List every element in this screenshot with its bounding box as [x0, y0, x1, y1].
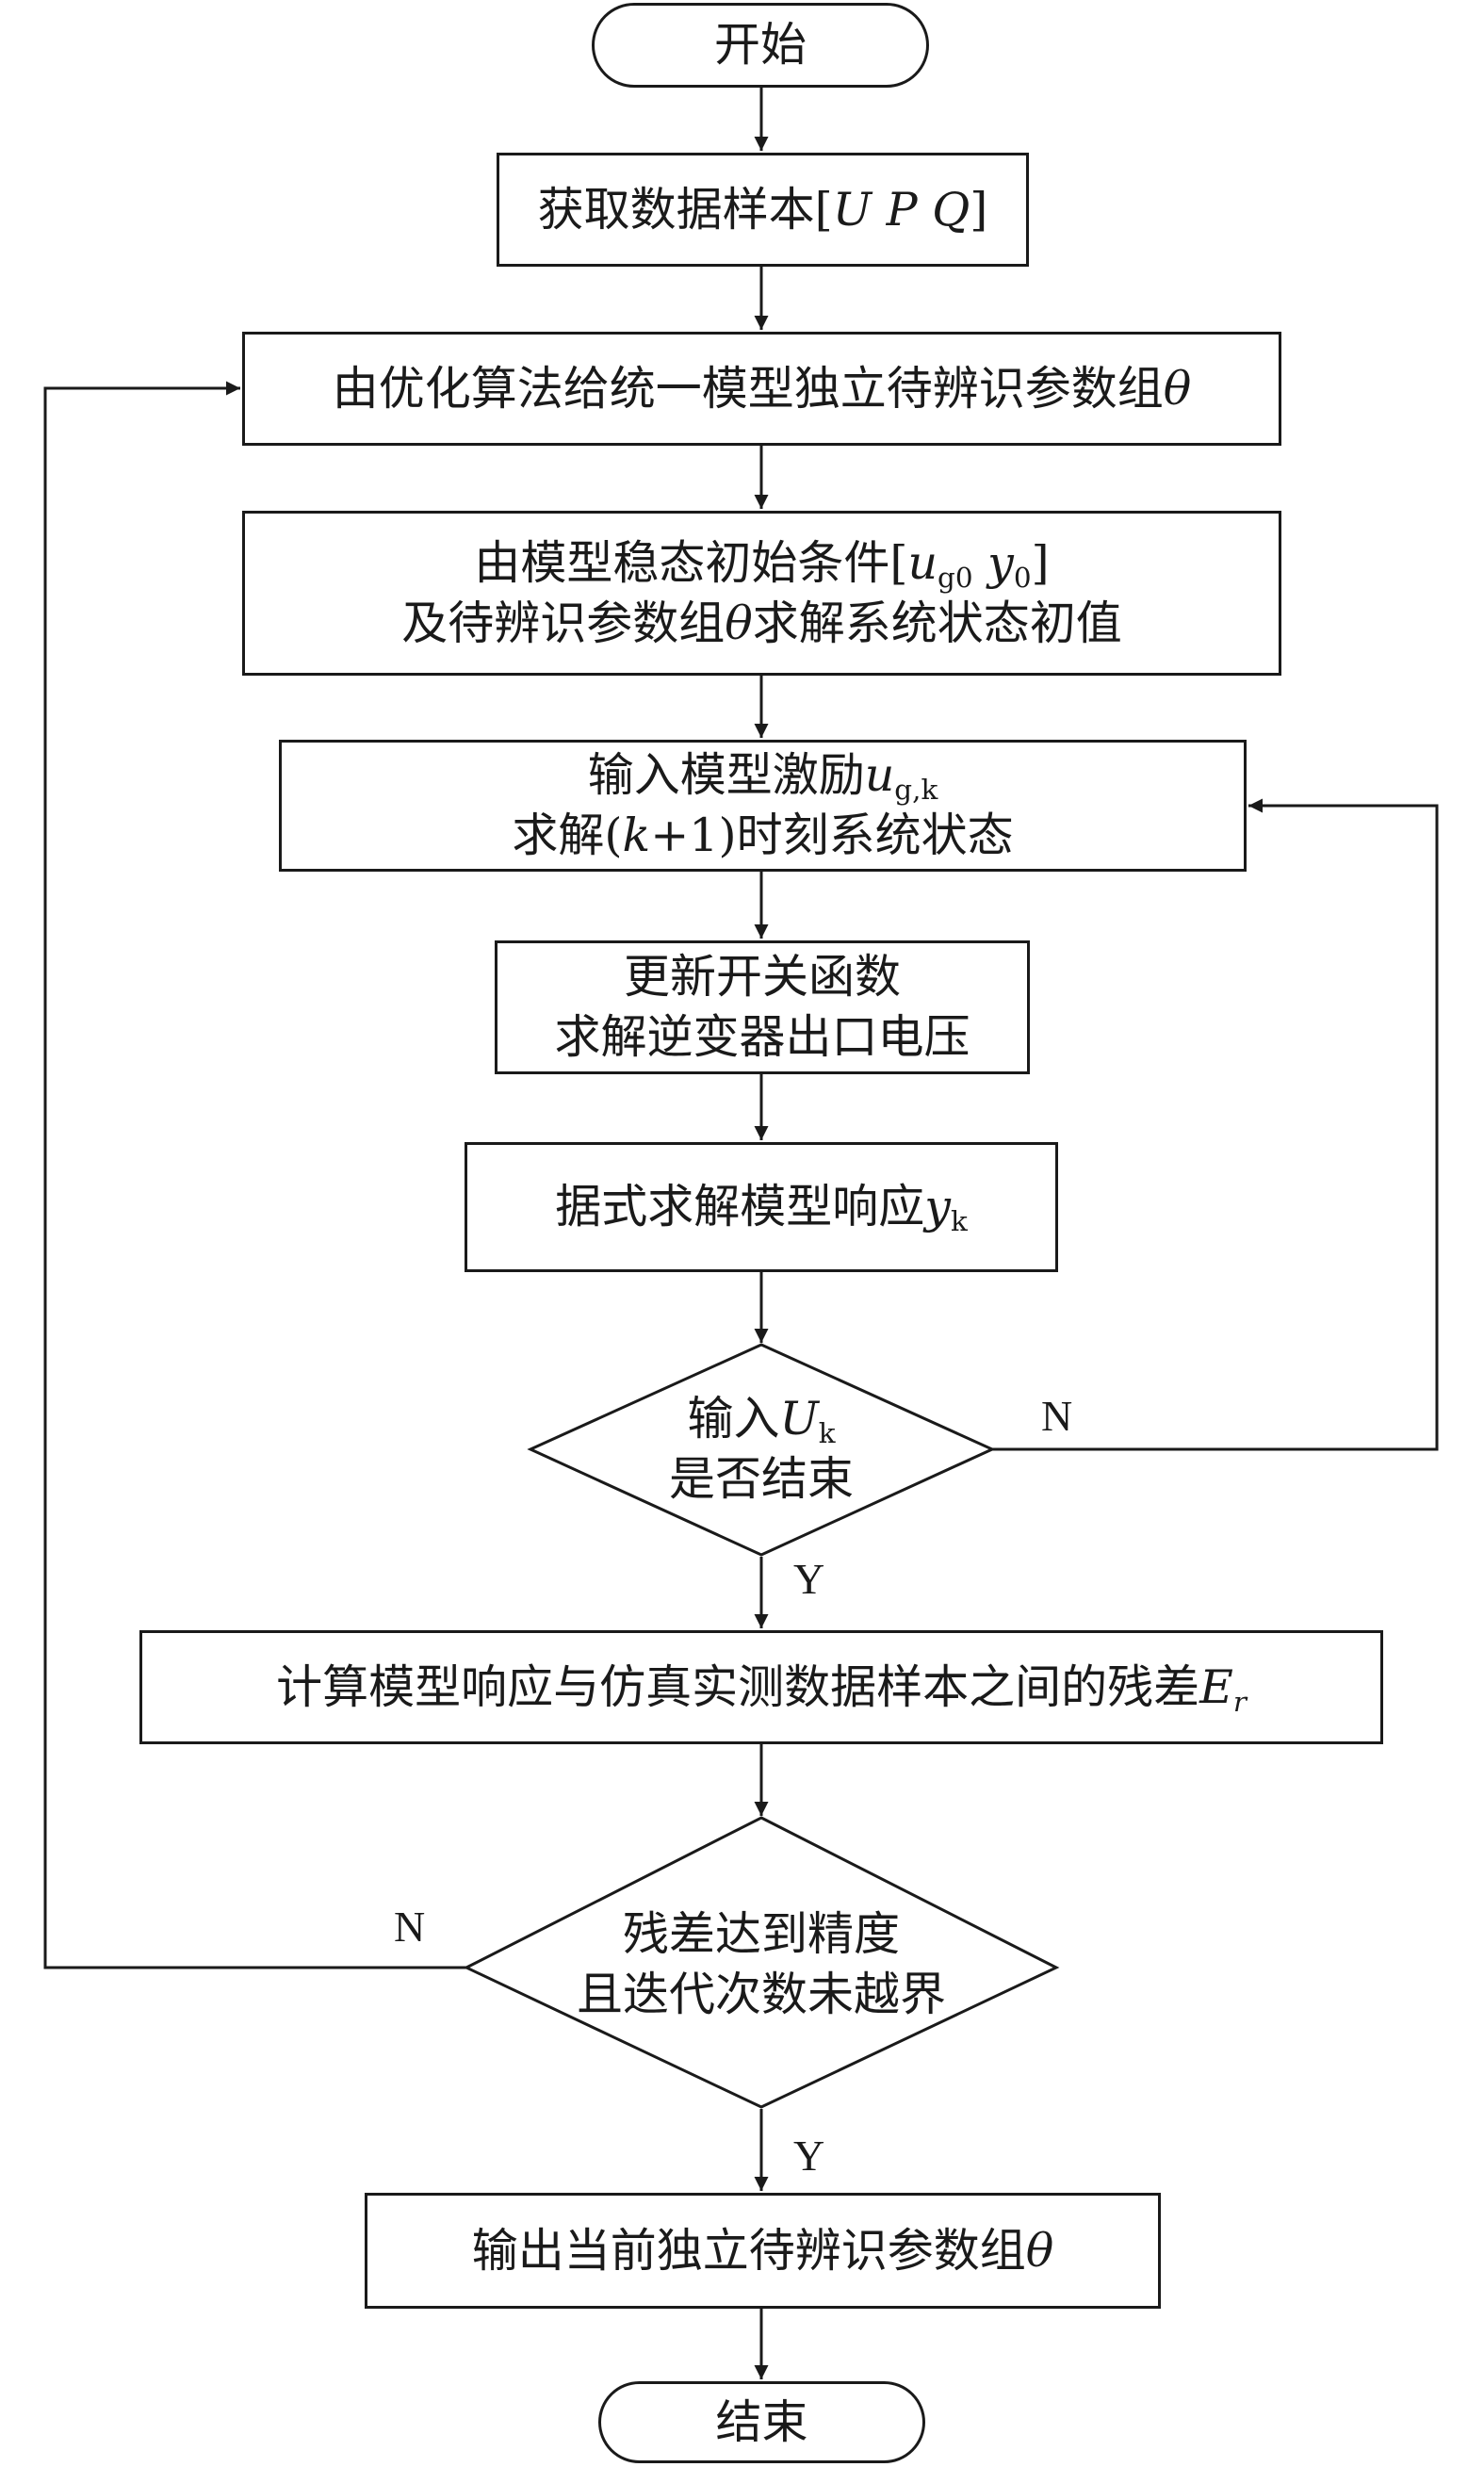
end-terminal: 结束 [598, 2381, 925, 2463]
acquire-data-box: 获取数据样本[U P Q] [497, 153, 1029, 267]
decision-convergence-yes-label: Y [793, 2132, 825, 2180]
decision-input-end-diamond [527, 1343, 996, 1557]
decision-convergence-line1: 残差达到精度 [622, 1907, 900, 1962]
residual-text: 计算模型响应与仿真实测数据样本之间的残差Er [276, 1659, 1247, 1718]
initial-state-line1: 由模型稳态初始条件[ug0 y0] [474, 535, 1050, 594]
start-terminal: 开始 [592, 3, 929, 88]
end-label: 结束 [715, 2394, 808, 2449]
decision-convergence-text: 残差达到精度 且迭代次数未越界 [528, 1894, 995, 2035]
start-label: 开始 [713, 18, 807, 73]
decision-input-end-line2: 是否结束 [668, 1452, 854, 1506]
acquire-data-text: 获取数据样本[U P Q] [537, 182, 988, 237]
switch-function-box: 更新开关函数 求解逆变器出口电压 [495, 940, 1030, 1074]
excite-solve-line2: 求解(k+1)时刻系统状态 [512, 809, 1014, 862]
initial-state-line2: 及待辨识参数组θ求解系统状态初值 [401, 596, 1122, 650]
excite-solve-line1: 输入模型激励ug,k [587, 748, 938, 807]
output-params-box: 输出当前独立待辨识参数组θ [365, 2193, 1161, 2309]
decision-convergence-no-label: N [394, 1903, 426, 1951]
decision-convergence-diamond [463, 1816, 1060, 2109]
excite-solve-box: 输入模型激励ug,k 求解(k+1)时刻系统状态 [279, 740, 1247, 872]
decision-convergence-line2: 且迭代次数未越界 [576, 1968, 946, 2021]
model-response-text: 据式求解模型响应yk [555, 1180, 968, 1237]
initial-state-box: 由模型稳态初始条件[ug0 y0] 及待辨识参数组θ求解系统状态初值 [242, 511, 1281, 676]
loop-back-decision2-no [43, 381, 466, 1969]
switch-function-line1: 更新开关函数 [623, 950, 901, 1005]
optimize-params-box: 由优化算法给统一模型独立待辨识参数组θ [242, 332, 1281, 446]
model-response-box: 据式求解模型响应yk [465, 1142, 1058, 1272]
decision-input-end-yes-label: Y [793, 1555, 825, 1603]
decision-input-end-line1: 输入Uk [687, 1392, 836, 1450]
optimize-params-text: 由优化算法给统一模型独立待辨识参数组θ [332, 361, 1192, 416]
decision-input-end-text: 输入Uk 是否结束 [584, 1383, 938, 1515]
residual-box: 计算模型响应与仿真实测数据样本之间的残差Er [139, 1630, 1383, 1744]
loop-back-decision1-no [992, 798, 1439, 1451]
output-params-text: 输出当前独立待辨识参数组θ [471, 2223, 1054, 2278]
switch-function-line2: 求解逆变器出口电压 [554, 1010, 970, 1064]
decision-input-end-no-label: N [1041, 1392, 1073, 1440]
